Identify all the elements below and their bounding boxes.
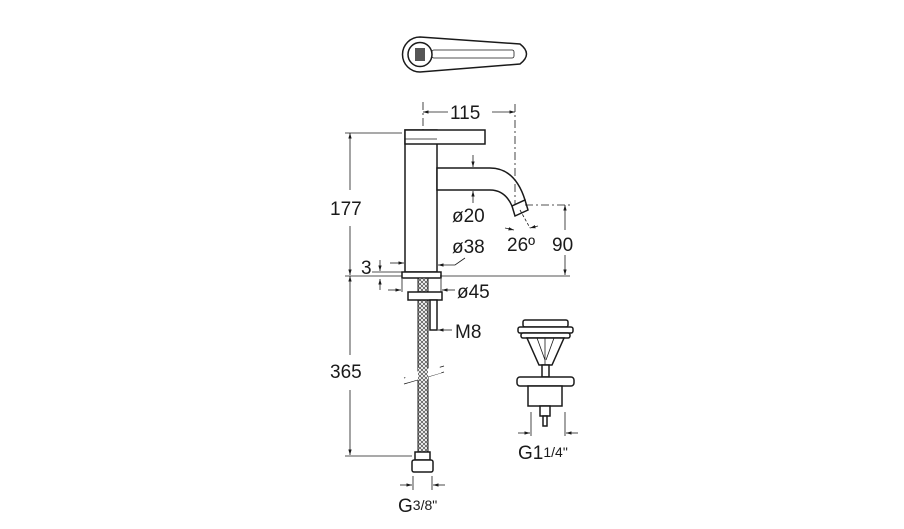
dim-body-diameter: ø38: [452, 237, 485, 258]
base-plate: [401, 271, 442, 279]
hose-nut: [411, 459, 434, 473]
faucet-side-view: [401, 129, 529, 473]
waste-connection-frac: 1/4": [543, 444, 567, 460]
dim-stud-thread: M8: [455, 322, 481, 343]
waste-cap: [522, 319, 569, 328]
dim-hose-length: 365: [330, 362, 362, 383]
dim-spout-height: 90: [552, 235, 573, 256]
dim-spout-angle: 26º: [507, 235, 535, 256]
waste-cage: [525, 337, 566, 366]
handle-top-outline: [401, 36, 528, 73]
dim-body-height: 177: [330, 199, 362, 220]
fixing-nut: [407, 291, 443, 301]
handle-slot: [431, 49, 515, 59]
top-view: [401, 36, 528, 73]
dim-spout-reach: 115: [450, 103, 480, 124]
dim-hose-connection: G3/8": [398, 496, 437, 517]
dim-spout-diameter: ø20: [452, 206, 485, 227]
waste-flange: [516, 376, 575, 387]
hose-connection-frac: 3/8": [413, 497, 437, 513]
brand-logo: [415, 48, 425, 61]
m8-stud: [429, 299, 438, 331]
flexible-hose: [417, 277, 429, 457]
faucet-body: [404, 129, 438, 273]
waste-body: [527, 385, 563, 407]
hose-ferrule: [414, 451, 431, 461]
dim-base-thickness: 3: [361, 258, 372, 279]
hose-connection-main: G: [398, 496, 413, 517]
spout: [436, 167, 526, 208]
dimension-lines: [345, 104, 578, 490]
aerator: [511, 198, 529, 218]
lever: [404, 129, 486, 145]
dim-waste-connection: G11/4": [518, 443, 568, 464]
waste-connection-main: G1: [518, 443, 543, 464]
dim-base-diameter: ø45: [457, 282, 490, 303]
click-clack-waste: [516, 319, 575, 427]
